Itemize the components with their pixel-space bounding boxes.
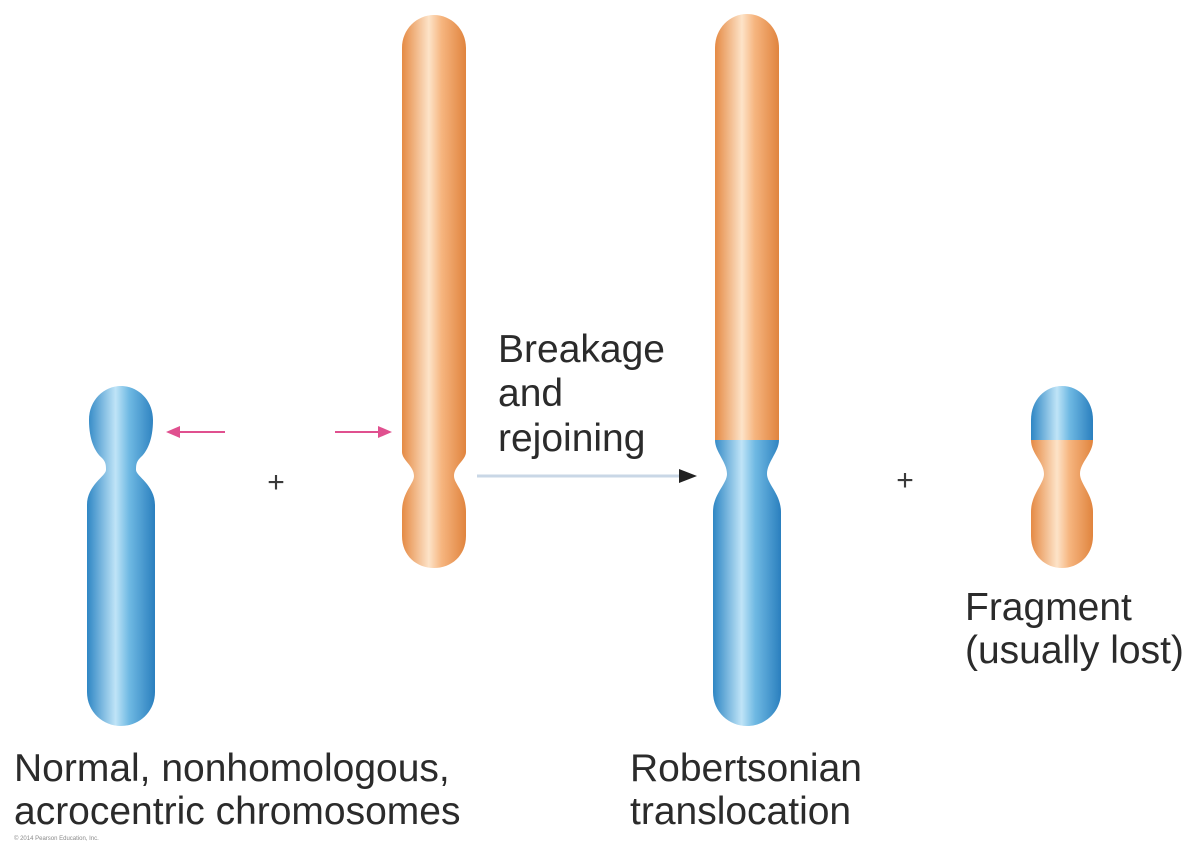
process-label-line-2: and [498,372,563,415]
blue-acrocentric-chromosome [87,386,155,726]
orange-acrocentric-chromosome [402,15,466,568]
result-label-line-2: translocation [630,790,851,833]
break-point-arrow-right [335,426,392,438]
fragment-label-line-1: Fragment [965,586,1132,629]
normal-chromosomes-label: Normal, nonhomologous, acrocentric chrom… [14,747,461,833]
copyright-text: © 2014 Pearson Education, Inc. [14,835,99,842]
process-label-line-1: Breakage [498,328,665,371]
normal-label-line-1: Normal, nonhomologous, [14,747,450,790]
fragment-label-line-2: (usually lost) [965,629,1184,672]
blue-chromosome-body [87,386,155,726]
process-label: Breakage and rejoining [498,328,676,460]
fragment-orange-body [1031,440,1093,568]
process-arrow [477,469,697,483]
break-point-arrow-left [166,426,225,438]
orange-chromosome-body [402,15,466,568]
normal-label-line-2: acrocentric chromosomes [14,790,460,833]
translocation-blue-segment [713,440,781,726]
translocation-orange-segment [715,14,779,440]
process-label-line-3: rejoining [498,417,645,460]
robertsonian-translocation-label: Robertsonian translocation [630,747,873,833]
robertsonian-translocation-chromosome [713,14,781,726]
plus-sign-1: + [267,466,285,499]
result-label-line-1: Robertsonian [630,747,862,790]
plus-sign-2: + [896,464,914,497]
fragment-blue-cap [1031,386,1093,440]
fragment-label: Fragment (usually lost) [965,586,1184,672]
fragment-chromosome [1031,386,1093,568]
